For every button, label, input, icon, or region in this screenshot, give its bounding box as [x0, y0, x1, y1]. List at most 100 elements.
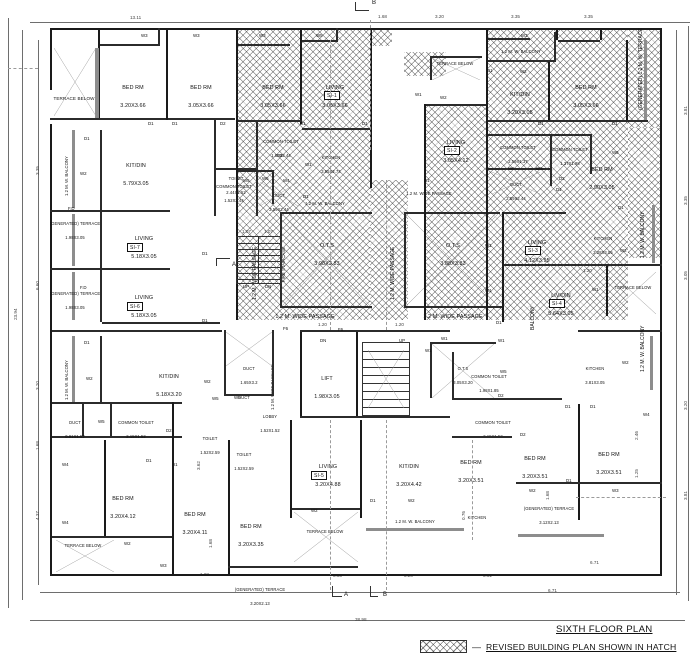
room-bed-rm-1: BED RM 3.20X3.66: [120, 85, 146, 110]
room-duct-5: DUCT: [238, 395, 250, 400]
section-label-b-bottom: B: [383, 592, 388, 598]
window-tag-w5-8: W5: [212, 396, 219, 401]
room-generated-terrace-4: (GENERATED) TERRACE 3.12X2.13: [523, 506, 575, 525]
wall-ml-3: [256, 120, 258, 216]
room-lobby: LOBBY 1.52X1.52: [260, 414, 280, 433]
centreline-bottom-1: [330, 420, 331, 590]
wall-gt-2: [72, 272, 75, 320]
terrace-below-cross-1: [54, 48, 96, 116]
room-terrace-below-5: TERRACE BELOW: [306, 529, 344, 534]
window-tag-w2-4: W2: [620, 248, 627, 253]
dim-top-3: 3.20: [435, 14, 444, 19]
wall-tl-3: [100, 44, 160, 46]
dim-stair-2: 1.07: [264, 229, 273, 234]
wall-bl-5: [110, 402, 112, 436]
window-tag-w3-6: W3: [612, 488, 619, 493]
wall-tr-11: [550, 134, 552, 186]
window-tag-w5-5: W5: [536, 166, 543, 171]
dim-168-c: 1.68: [545, 491, 550, 500]
duct-cross-3: [226, 332, 272, 366]
door-tag-d1-14: D1: [618, 205, 624, 210]
legend-note: REVISED BUILDING PLAN SHOWN IN HATCH: [486, 641, 677, 652]
room-kit-din-2: KIT/DIN 3.20X3.05: [507, 92, 533, 117]
wall-br-4: [578, 404, 580, 520]
wall-mr-4: [426, 104, 486, 106]
stair-mid-rail: [258, 236, 260, 284]
label-balcony-2: 1.2 M. W. BALCONY: [305, 201, 345, 206]
window-tag-w3-2: W3: [193, 33, 200, 38]
wall-ots3-top: [430, 342, 496, 344]
door-tag-d1-10: D1: [538, 121, 544, 126]
room-living-si3: LIVING 4.12X3.95: [524, 240, 550, 265]
wall-tr-left: [486, 28, 488, 320]
window-tag-w4-3: W4: [62, 520, 69, 525]
unit-badge-si3: SI-3: [525, 246, 541, 255]
window-tag-w2-11: W2: [622, 360, 629, 365]
legend: — REVISED BUILDING PLAN SHOWN IN HATCH: [420, 640, 676, 653]
room-duct-4: DUCT 1.65X3.2: [240, 366, 258, 385]
room-kitchen-3: KITCHEN 3.81X3.05: [585, 366, 605, 385]
window-tag-w4-4: W4: [643, 412, 650, 417]
dimension-line-left-3: [38, 40, 39, 585]
room-generated-terrace-1: (GENERATED) TERRACE 1.98X3.05: [49, 221, 101, 240]
label-generated-terrace-strip: (GENERATED) 1.2 M. W. TERRACE: [638, 28, 644, 110]
window-tag-w5-2: W5: [262, 176, 269, 181]
door-tag-d1-5: D1: [202, 318, 208, 323]
window-tag-w6-2: W6: [612, 150, 619, 155]
label-balcony-5: 1.2 M. W. BALCONY: [64, 360, 69, 400]
wall-core-3: [300, 330, 450, 332]
wall-tl-8: [50, 268, 170, 270]
page-title: SIXTH FLOOR PLAN: [556, 624, 653, 635]
wall-tc-left: [236, 28, 238, 320]
dim-right-4: 3.20: [683, 401, 688, 410]
dim-bottom-5: 6.71: [548, 588, 557, 593]
room-living-si2: LIVING 3.05X4.12: [443, 140, 469, 165]
wall-tr-7: [548, 62, 550, 120]
wall-tl-2: [50, 118, 235, 120]
wall-bml-2: [272, 330, 274, 396]
room-duct-3: DUCT 0.91X1.52: [65, 420, 85, 439]
wall-tr-5: [558, 40, 600, 42]
dim-right-5: 3.81: [683, 491, 688, 500]
wall-bc-balcony: [366, 528, 464, 531]
label-balcony-4: 1.2 M. W. BALCONY: [640, 211, 646, 258]
wall-core-1: [300, 330, 302, 418]
room-common-toilet-5: COMMON TOILET 2.15X1.52: [118, 420, 154, 439]
legend-dash: —: [472, 641, 481, 652]
wall-ots-top: [280, 212, 372, 214]
wall-tr-9: [626, 40, 628, 120]
dim-left-1: 3.35: [35, 166, 40, 175]
door-tag-d2-6: D2: [520, 432, 526, 437]
wall-tc-5: [336, 28, 338, 42]
wall-tr-10: [488, 134, 552, 136]
room-toilet-1: TOILET 2.44X1.52: [212, 168, 260, 205]
wall-tc-3: [238, 44, 290, 46]
wall-bl-4: [82, 402, 84, 436]
room-living-si7: LIVING 5.18X3.05: [131, 236, 157, 261]
label-passage-2: 1.2 M. WIDE PASSAGE: [390, 246, 396, 300]
wall-tr-13: [552, 134, 592, 136]
dim-left-3: 3.20: [35, 381, 40, 390]
wall-bl-6: [52, 436, 182, 438]
wall-tr-terrace: [644, 40, 647, 120]
door-tag-d1-21: D1: [590, 404, 596, 409]
wall-tl-terrace-edge: [95, 48, 99, 118]
section-label-a-mid: A: [232, 262, 237, 268]
wall-ots2-left: [404, 212, 406, 308]
terrace-below-cross-4: [56, 540, 114, 572]
hatch-region-bridge-a: [370, 28, 392, 46]
dim-stair-1: 1.07: [242, 229, 251, 234]
wall-br-balcony: [650, 336, 653, 390]
wall-bl-1: [52, 330, 222, 332]
room-bed-rm-7: BED RM 3.20X4.11: [182, 512, 208, 537]
window-tag-w5-3: W5: [316, 33, 323, 38]
window-tag-w2-8: W2: [311, 508, 318, 513]
window-tag-w5-1: W5: [243, 178, 250, 183]
wall-tl-7: [50, 210, 170, 212]
window-tag-w1-0: W1: [305, 162, 312, 167]
wall-ots2-bottom: [404, 306, 502, 308]
wall-tl-4: [158, 28, 160, 44]
label-balcony-1: 1.2 M. W. BALCONY: [64, 156, 69, 196]
dim-top-1: 13.11: [130, 15, 142, 20]
